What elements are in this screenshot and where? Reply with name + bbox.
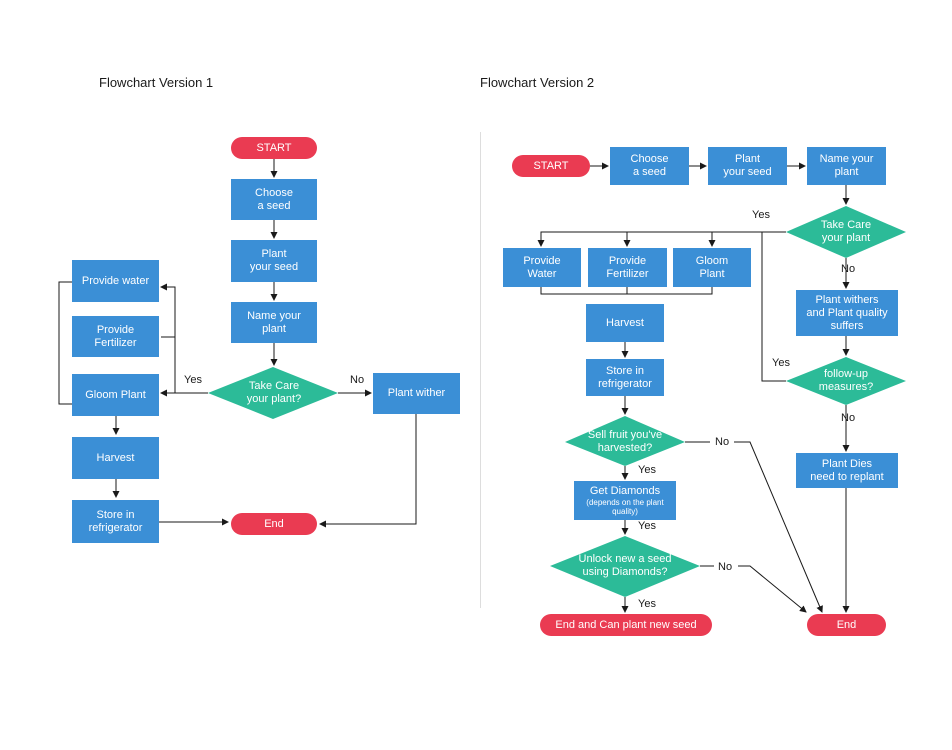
v2-title: Flowchart Version 2 [480,75,595,90]
v1-end-terminal: End [231,513,317,535]
v2-harvest-step: Harvest [586,304,664,342]
v1-store-refrigerator-step: Store in refrigerator [72,500,159,543]
v2-provide-fertilizer-step: Provide Fertilizer [588,248,667,287]
v1-decision-take-care: Take Care your plant? [246,380,302,405]
v2-yes-diamonds-label: Yes [638,520,656,532]
v2-decision-sell-shape [565,416,685,466]
v2-store-refrigerator-step: Store in refrigerator [586,359,664,396]
v2-choose-seed-step: Choose a seed [610,147,689,185]
v1-plant-wither-step: Plant wither [373,373,460,414]
v2-end-terminal: End [807,614,886,636]
v2-plant-withers-step: Plant withers and Plant quality suffers [796,290,898,336]
v1-start-terminal: START [231,137,317,159]
v1-provide-fertilizer-step: Provide Fertilizer [72,316,159,357]
v2-get-diamonds-note: (depends on the plant quality) [586,498,664,516]
v2-no-take-care-label: No [841,263,856,275]
v1-harvest-step: Harvest [72,437,159,479]
v1-decision-take-care-shape [208,367,338,419]
v2-no-sell-label: No [715,436,730,448]
v2-gloom-plant-step: Gloom Plant [673,248,751,287]
v2-plant-seed-step: Plant your seed [708,147,787,185]
v2-yes-sell-label: Yes [638,464,656,476]
v2-yes-unlock-label: Yes [638,598,656,610]
v2-plant-dies-step: Plant Dies need to replant [796,453,898,488]
v2-yes-take-care-label: Yes [752,209,770,221]
v1-gloom-plant-step: Gloom Plant [72,374,159,416]
v2-decision-follow-up: follow-up measures? [818,368,874,393]
v2-decision-sell-fruit: Sell fruit you've harvested? [587,429,663,454]
v2-get-diamonds-step: Get Diamonds (depends on the plant quali… [574,481,676,520]
v2-no-unlock-label: No [718,561,733,573]
v2-provide-water-step: Provide Water [503,248,581,287]
version-divider [480,132,481,608]
v1-yes-label: Yes [184,374,202,386]
v1-name-plant-step: Name your plant [231,302,317,343]
v2-decision-take-care: Take Care your plant [820,219,872,244]
v2-decision-follow-up-shape [786,357,906,405]
v2-get-diamonds-label: Get Diamonds [589,485,661,497]
v1-no-label: No [350,374,365,386]
v1-choose-seed-step: Choose a seed [231,179,317,220]
v1-connectors [58,159,417,528]
v2-name-plant-step: Name your plant [807,147,886,185]
v2-decision-take-care-shape [786,206,906,258]
v2-connectors [537,162,850,613]
v2-decision-unlock-seed: Unlock new a seed using Diamonds? [578,553,672,578]
v1-title: Flowchart Version 1 [99,75,214,90]
v2-yes-follow-label: Yes [772,357,790,369]
v1-plant-seed-step: Plant your seed [231,240,317,282]
v2-start-terminal: START [512,155,590,177]
v2-end-new-seed-terminal: End and Can plant new seed [540,614,712,636]
v2-no-follow-label: No [841,412,856,424]
v2-decision-unlock-shape [550,536,700,597]
v1-provide-water-step: Provide water [72,260,159,302]
